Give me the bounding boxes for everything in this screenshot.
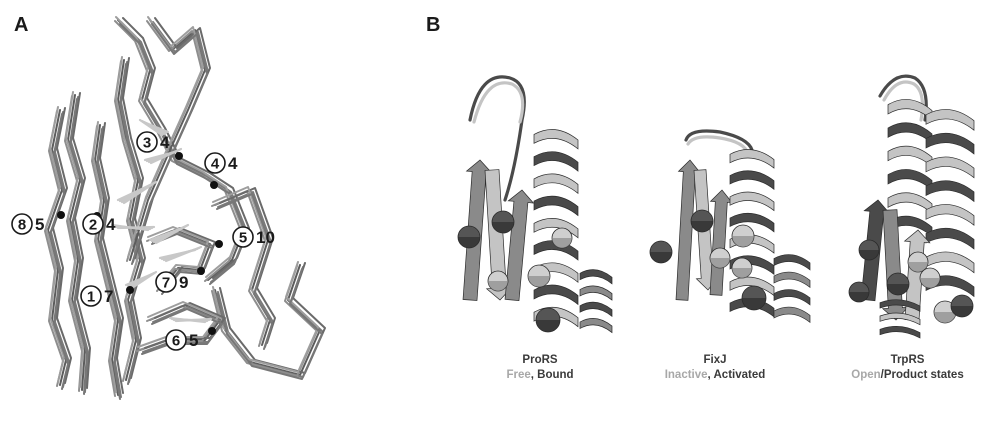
fixj-helix-2 <box>774 255 810 323</box>
prors-helix-2 <box>580 270 612 333</box>
prors-sphere-6 <box>552 228 572 248</box>
caption-prors-states: Free, Bound <box>465 368 615 383</box>
site-7-number: 7 <box>162 275 170 292</box>
caption-fixj-states: Inactive, Activated <box>630 368 800 383</box>
side-chain-stub <box>118 227 154 228</box>
site-8-count: 5 <box>35 215 44 234</box>
site-3-dot <box>175 152 183 160</box>
fixj-structure <box>650 131 810 322</box>
fixj-sphere-1 <box>650 241 672 263</box>
site-8-dot <box>57 211 65 219</box>
caption-prors-state-bound: Bound <box>537 369 573 381</box>
site-6-dot <box>208 327 216 335</box>
site-7-dot <box>197 267 205 275</box>
trprs-helix-3 <box>880 300 920 338</box>
fixj-sphere-6 <box>742 286 766 310</box>
site-2-count: 4 <box>106 215 116 234</box>
site-6-number: 6 <box>172 333 180 350</box>
fixj-strand-3 <box>710 190 732 295</box>
caption-fixj-state-activated: Activated <box>714 369 766 381</box>
caption-fixj: FixJ Inactive, Activated <box>630 353 800 383</box>
site-4-count: 4 <box>228 154 238 173</box>
caption-trprs: TrpRS Open/Product states <box>830 353 985 383</box>
side-chain-stub <box>166 247 201 261</box>
trprs-sphere-1 <box>859 240 879 260</box>
caption-trprs-name: TrpRS <box>830 353 985 368</box>
trprs-sphere-3 <box>887 273 909 295</box>
site-3-number: 3 <box>143 135 151 152</box>
trprs-sphere-5 <box>920 268 940 288</box>
site-5-label: 5 10 <box>233 227 275 247</box>
prors-sphere-4 <box>528 265 550 287</box>
site-5-count: 10 <box>256 228 275 247</box>
site-3-label: 34 <box>137 132 170 152</box>
caption-prors-name: ProRS <box>465 353 615 368</box>
caption-trprs-state-product: Product states <box>884 369 964 381</box>
caption-fixj-state-inactive: Inactive <box>665 369 708 381</box>
site-6-count: 5 <box>189 331 198 350</box>
prors-helix-1 <box>534 129 578 326</box>
site-2-number: 2 <box>89 217 97 234</box>
prors-sphere-3 <box>488 271 508 291</box>
fixj-sphere-2 <box>691 210 713 232</box>
site-3-count: 4 <box>160 133 170 152</box>
site-5-dot <box>215 240 223 248</box>
prors-sphere-2 <box>492 211 514 233</box>
caption-prors-state-free: Free <box>506 369 530 381</box>
caption-trprs-state-open: Open <box>851 369 880 381</box>
fixj-sphere-5 <box>732 258 752 278</box>
panel-b-structures <box>458 76 974 338</box>
site-2-label: 24 <box>83 214 116 234</box>
caption-prors: ProRS Free, Bound <box>465 353 615 383</box>
site-4-number: 4 <box>211 156 220 173</box>
prors-sphere-5 <box>536 308 560 332</box>
caption-fixj-name: FixJ <box>630 353 800 368</box>
fixj-sphere-3 <box>710 248 730 268</box>
site-5-number: 5 <box>239 230 247 247</box>
site-1-count: 7 <box>104 287 113 306</box>
trprs-sphere-7 <box>951 295 973 317</box>
site-7-count: 9 <box>179 273 188 292</box>
site-1-dot <box>126 286 134 294</box>
fixj-sphere-4 <box>732 225 754 247</box>
prors-sphere-1 <box>458 226 480 248</box>
prors-structure <box>458 77 612 333</box>
prors-strand-3 <box>505 190 533 301</box>
site-4-dot <box>210 181 218 189</box>
trprs-structure <box>849 76 974 338</box>
site-1-label: 17 <box>81 286 113 306</box>
caption-trprs-states: Open/Product states <box>830 368 985 383</box>
site-8-number: 8 <box>18 217 26 234</box>
site-1-number: 1 <box>87 289 95 306</box>
trprs-sphere-2 <box>849 282 869 302</box>
